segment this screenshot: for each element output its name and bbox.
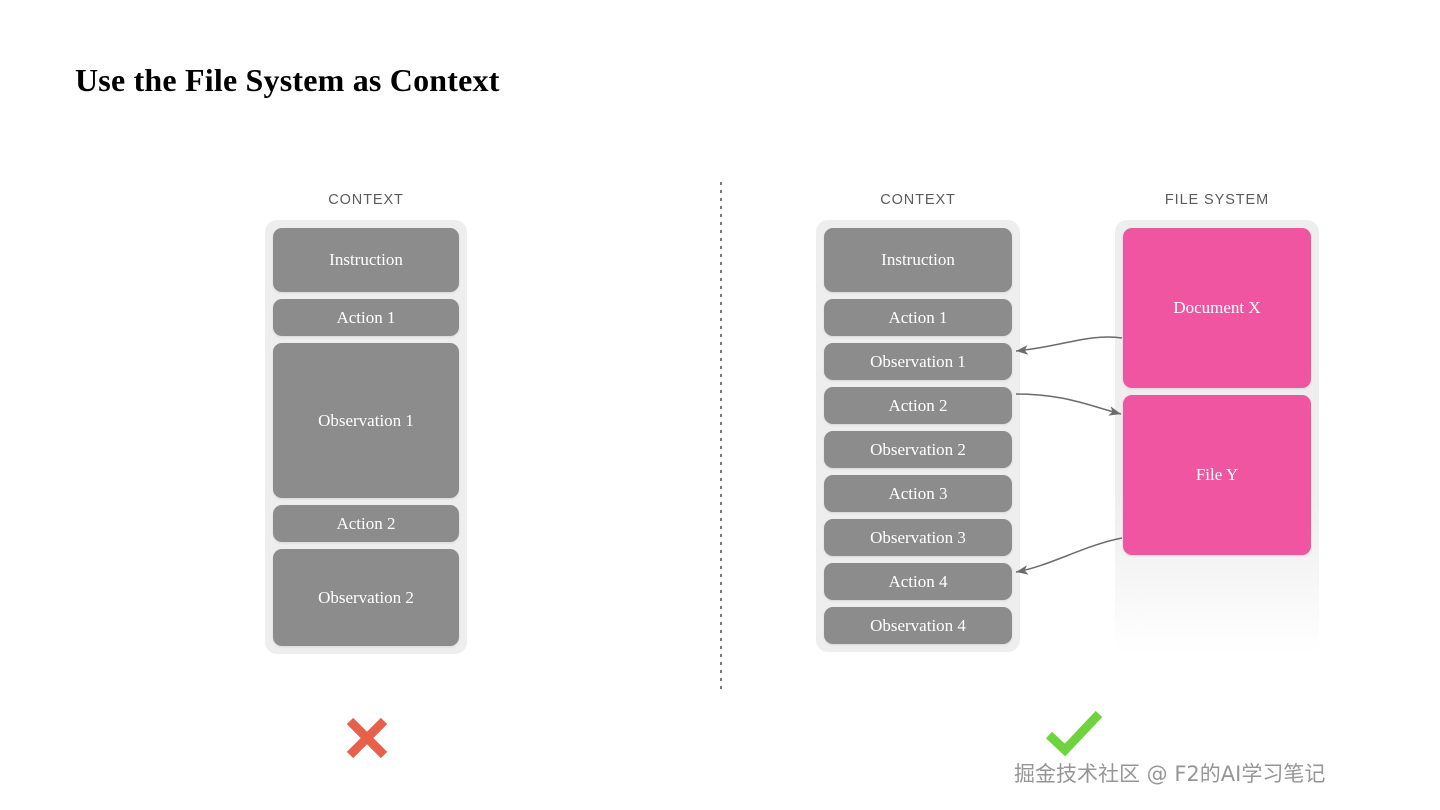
left-context-block-label: Observation 1 [318, 410, 414, 430]
watermark: 掘金技术社区 @ F2的AI学习笔记 [1014, 762, 1326, 786]
cross-icon [346, 717, 388, 759]
left-context-block: Observation 1 [273, 343, 459, 498]
left-context-header: CONTEXT [328, 192, 404, 208]
file-system-block: Document X [1123, 228, 1311, 388]
right-context-block-label: Action 1 [888, 307, 948, 327]
right-context-block-label: Action 2 [888, 395, 948, 415]
left-context-block: Action 1 [273, 299, 459, 336]
right-context-block-label: Observation 4 [870, 615, 966, 635]
right-context-block: Action 4 [824, 563, 1012, 600]
left-context-block-label: Action 1 [336, 307, 396, 327]
file-system-block: File Y [1123, 395, 1311, 555]
file-system-stack: Document X File Y [1115, 220, 1319, 655]
right-context-block: Action 1 [824, 299, 1012, 336]
check-icon [1045, 710, 1103, 757]
left-context-block-label: Observation 2 [318, 587, 414, 607]
right-context-block: Instruction [824, 228, 1012, 292]
file-system-header: FILE SYSTEM [1164, 192, 1270, 208]
right-context-block: Observation 1 [824, 343, 1012, 380]
right-context-block: Observation 4 [824, 607, 1012, 644]
page-title: Use the File System as Context [75, 62, 500, 98]
right-context-block: Action 3 [824, 475, 1012, 512]
right-context-header: CONTEXT [880, 192, 956, 208]
left-context-block-label: Action 2 [336, 513, 396, 533]
file-system-block-label: File Y [1195, 465, 1239, 484]
arrow-filey-to-action4 [1015, 537, 1123, 575]
file-system-block-label: Document X [1173, 298, 1261, 317]
right-context-block: Observation 3 [824, 519, 1012, 556]
right-context-block-label: Instruction [881, 250, 955, 269]
left-context-block-label: Instruction [329, 250, 403, 269]
arrow-documentx-to-observation1 [1015, 336, 1123, 355]
left-context-block: Action 2 [273, 505, 459, 542]
left-context-block: Instruction [273, 228, 459, 292]
right-context-block-label: Observation 1 [870, 351, 966, 371]
right-context-block-label: Observation 2 [870, 439, 966, 459]
left-context-block: Observation 2 [273, 549, 459, 646]
right-context-block: Observation 2 [824, 431, 1012, 468]
right-context-block-label: Observation 3 [870, 527, 966, 547]
vertical-dotted-divider [720, 182, 722, 689]
right-context-block-label: Action 4 [888, 571, 948, 591]
right-context-block: Action 2 [824, 387, 1012, 424]
arrow-action2-to-filey [1015, 393, 1122, 416]
right-context-block-label: Action 3 [888, 483, 948, 503]
